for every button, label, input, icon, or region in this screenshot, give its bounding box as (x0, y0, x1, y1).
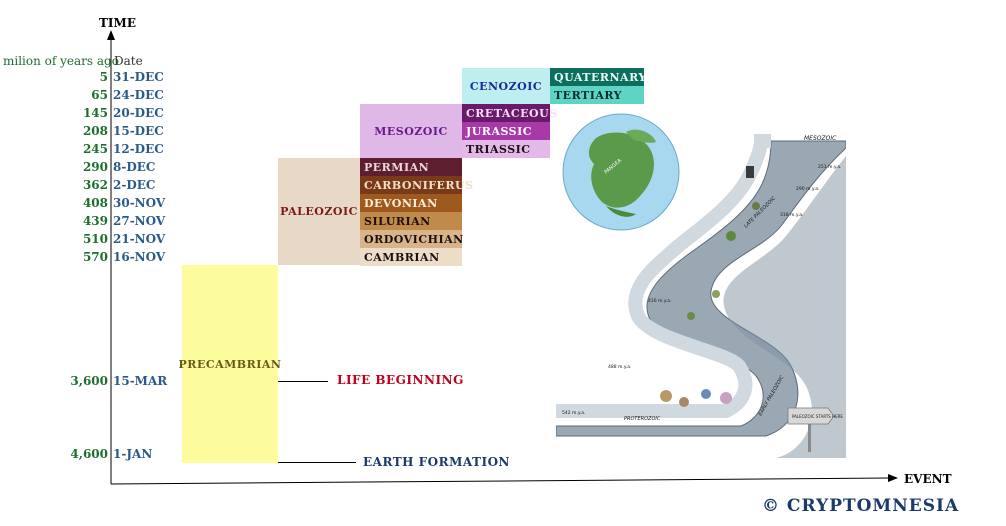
era-precambrian-label: PRECAMBRIAN (178, 357, 282, 371)
mya-mark: 251 m.y.a. (818, 164, 841, 170)
event-earth-formation: EARTH FORMATION (363, 455, 511, 469)
x-axis-line (110, 477, 893, 485)
road-label: MESOZOIC (804, 135, 837, 142)
x-axis-title: EVENT (904, 472, 952, 486)
geologic-road (556, 134, 846, 458)
x-axis-arrow (888, 474, 898, 482)
date-value: 24-DEC (113, 88, 164, 102)
era-cenozoic: CENOZOIC (462, 68, 550, 104)
date-value: 20-DEC (113, 106, 164, 120)
event-life-connector (278, 381, 328, 382)
period-devonian: DEVONIAN (360, 194, 462, 212)
era-paleozoic-label: PALEOZOIC (280, 205, 358, 218)
period-silurian: SILURIAN (360, 212, 462, 230)
mya-mark: 318 m.y.a. (780, 212, 803, 218)
mya-value: 439 (82, 214, 108, 228)
date-value: 12-DEC (113, 142, 164, 156)
period-tertiary: TERTIARY (550, 86, 644, 104)
mya-value: 408 (82, 196, 108, 210)
mya-mark: 290 m.y.a. (796, 186, 819, 192)
period-jurassic: JURASSIC (462, 122, 550, 140)
era-paleozoic: PALEOZOIC (278, 158, 360, 265)
date-value: 15-DEC (113, 124, 164, 138)
mya-column-header: milion of years ago (3, 54, 119, 68)
event-earth-connector (278, 462, 356, 463)
era-precambrian: PRECAMBRIAN (179, 265, 281, 463)
date-value: 31-DEC (113, 70, 164, 84)
period-cretaceous: CRETACEOUS (462, 104, 557, 122)
sign-label: PALEOZOIC STARTS HERE (792, 414, 843, 419)
signpost-icon (787, 407, 835, 452)
mya-value: 362 (82, 178, 108, 192)
period-carboniferous: CARBONIFERUS (360, 176, 473, 194)
mya-value: 65 (91, 88, 108, 102)
date-value: 2-DEC (113, 178, 156, 192)
mya-value: 5 (99, 70, 108, 84)
mya-value: 290 (82, 160, 108, 174)
y-axis-title: TIME (99, 16, 136, 30)
y-axis-arrow (107, 30, 115, 40)
date-column-header: Date (114, 54, 143, 68)
mya-mark: 416 m.y.a. (648, 298, 671, 304)
geologic-timeline-illustration: PANGEA MESOZOIC LATE PALEOZOIC EARLY PAL… (556, 113, 846, 458)
mya-mark: 542 m.y.a. (562, 410, 585, 416)
mya-value: 4,600 (70, 447, 108, 461)
copyright: © CRYPTOMNESIA (762, 496, 960, 516)
period-permian: PERMIAN (360, 158, 462, 176)
period-quaternary: QUATERNARY (550, 68, 646, 86)
mya-value: 3,600 (70, 374, 108, 388)
period-ordovichian: ORDOVICHIAN (360, 230, 463, 248)
date-value: 15-MAR (113, 374, 168, 388)
date-value: 21-NOV (113, 232, 166, 246)
mya-value: 145 (82, 106, 108, 120)
period-cambrian: CAMBRIAN (360, 248, 462, 266)
era-cenozoic-label: CENOZOIC (469, 79, 543, 93)
road-label: PROTEROZOIC (624, 416, 661, 422)
mya-value: 570 (82, 250, 108, 264)
era-mesozoic: MESOZOIC (360, 104, 462, 158)
mya-value: 245 (82, 142, 108, 156)
pangea-globe-icon (562, 113, 680, 231)
date-value: 30-NOV (113, 196, 166, 210)
period-triassic: TRIASSIC (462, 140, 550, 158)
era-mesozoic-label: MESOZOIC (374, 124, 448, 138)
date-value: 27-NOV (113, 214, 166, 228)
mya-value: 208 (82, 124, 108, 138)
date-value: 1-JAN (113, 447, 153, 461)
mya-value: 510 (82, 232, 108, 246)
event-life-beginning: LIFE BEGINNING (337, 373, 464, 387)
mya-mark: 488 m.y.a. (608, 364, 631, 370)
date-value: 16-NOV (113, 250, 166, 264)
date-value: 8-DEC (113, 160, 156, 174)
